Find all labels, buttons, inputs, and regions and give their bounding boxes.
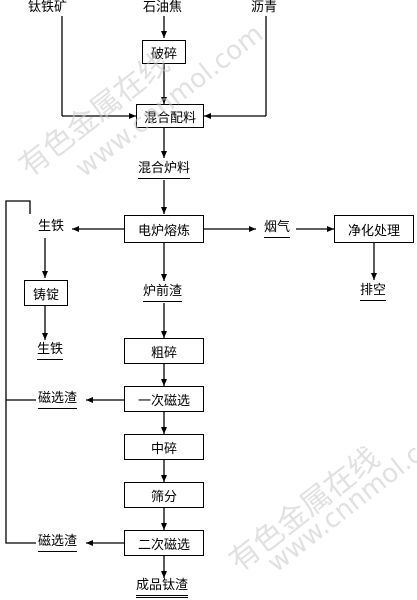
input-ilmenite: 钛铁矿 xyxy=(28,0,68,15)
purification-label: 净化处理 xyxy=(347,223,400,239)
pig-iron-label-1: 生铁 xyxy=(38,219,65,234)
pig-iron-label-2: 生铁 xyxy=(37,342,64,360)
mixing-label: 混合配料 xyxy=(143,110,196,126)
primary-magnetic-label: 一次磁选 xyxy=(137,393,190,409)
coarse-crush-box: 粗碎 xyxy=(124,338,204,364)
secondary-magnetic-label: 二次磁选 xyxy=(137,537,190,553)
flue-gas-label: 烟气 xyxy=(264,220,291,238)
product-label: 成品钛渣 xyxy=(136,578,189,598)
purification-box: 净化处理 xyxy=(334,215,414,243)
coarse-crush-label: 粗碎 xyxy=(150,345,177,361)
magnetic-tailings-label-2: 磁选渣 xyxy=(38,534,78,552)
recycle-line xyxy=(5,200,36,544)
crush-label: 破碎 xyxy=(150,46,177,62)
mixing-box: 混合配料 xyxy=(136,104,204,128)
primary-magnetic-box: 一次磁选 xyxy=(124,386,204,412)
medium-crush-label: 中碎 xyxy=(150,441,177,457)
screening-box: 筛分 xyxy=(124,482,204,508)
casting-box: 铸锭 xyxy=(24,280,68,306)
input-asphalt: 沥青 xyxy=(251,0,278,15)
smelting-label: 电炉熔炼 xyxy=(137,223,190,239)
smelting-box: 电炉熔炼 xyxy=(124,215,204,243)
casting-label: 铸锭 xyxy=(32,287,59,303)
crush-box: 破碎 xyxy=(142,40,186,64)
input-petroleum-coke: 石油焦 xyxy=(143,0,183,15)
secondary-magnetic-box: 二次磁选 xyxy=(124,530,204,556)
mixed-charge-label: 混合炉料 xyxy=(138,161,191,179)
discharge-label: 排空 xyxy=(360,283,387,301)
slag-label: 炉前渣 xyxy=(143,284,183,302)
medium-crush-box: 中碎 xyxy=(124,434,204,460)
screening-label: 筛分 xyxy=(150,489,177,505)
magnetic-tailings-label-1: 磁选渣 xyxy=(38,391,78,409)
